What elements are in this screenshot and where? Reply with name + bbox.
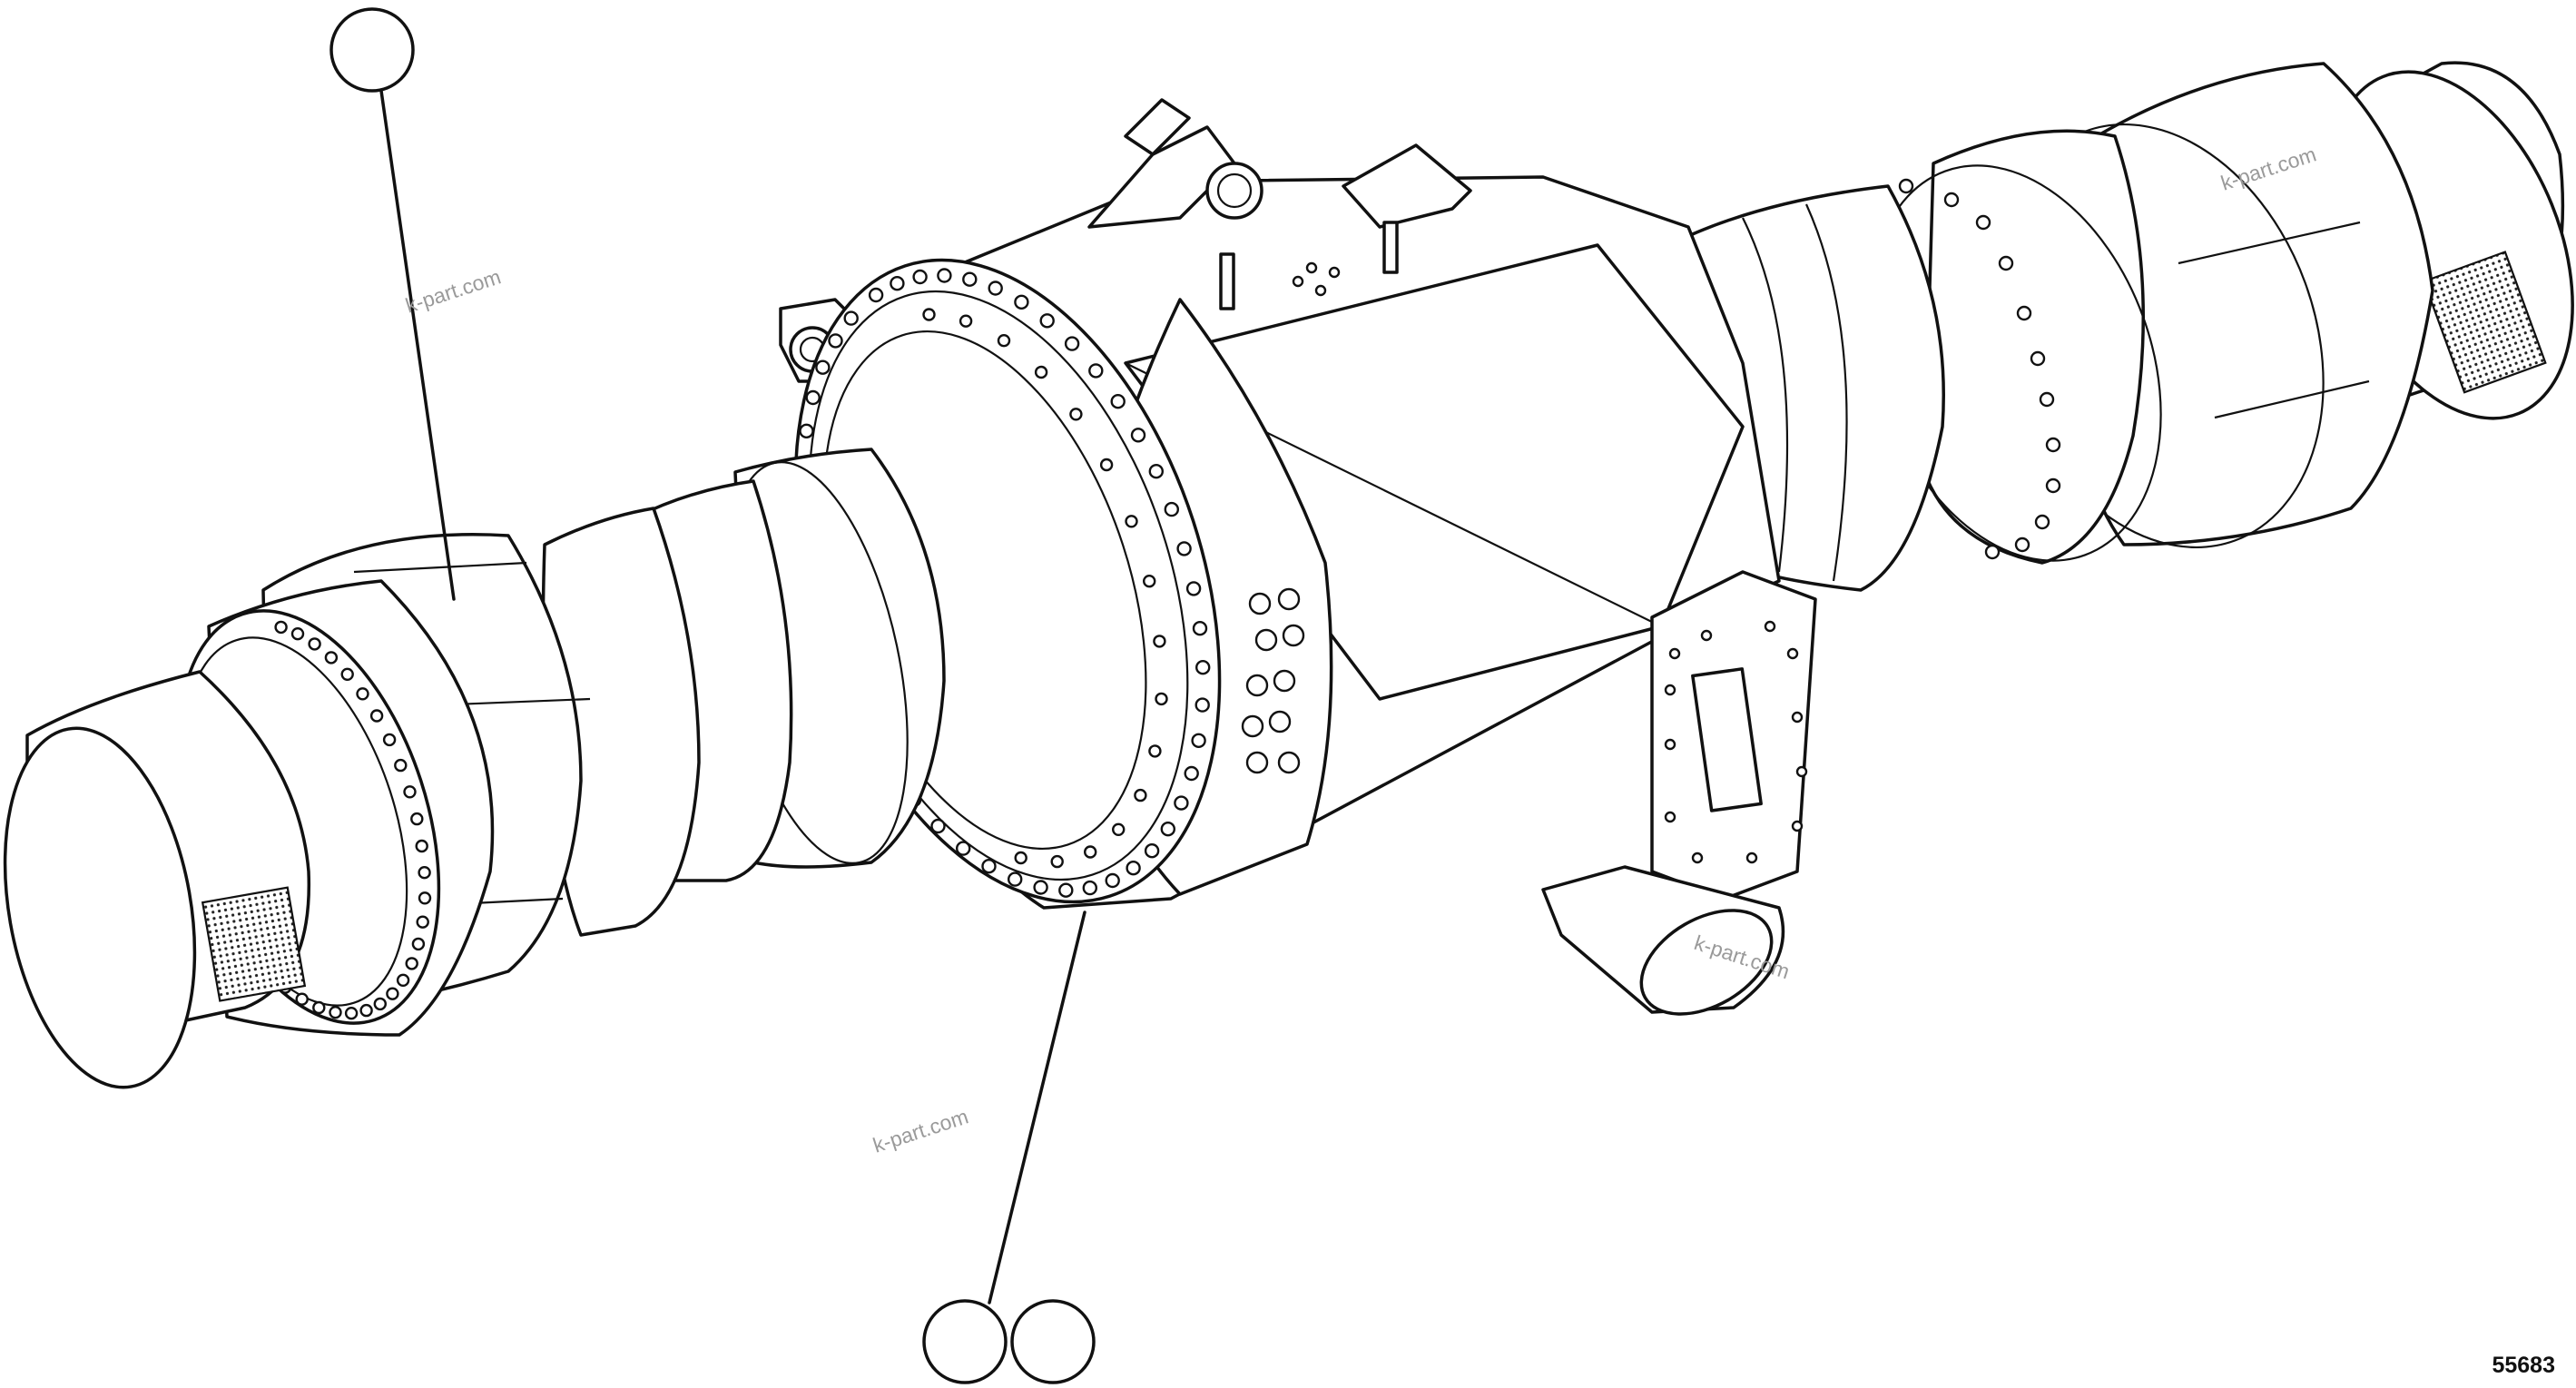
bolt (1195, 660, 1211, 675)
bolt (1050, 854, 1064, 869)
bolt (959, 314, 973, 328)
bolt (1142, 575, 1156, 588)
watermark-1: k-part.com (403, 264, 504, 317)
bolt (373, 997, 387, 1011)
bolt (382, 733, 397, 747)
bolt (1160, 822, 1176, 837)
figure-number: 55683 (2492, 1353, 2555, 1378)
bolt (1088, 363, 1104, 379)
bolt (1111, 822, 1126, 836)
bolt (1069, 408, 1083, 421)
bolt (1033, 880, 1048, 895)
bolt (962, 271, 978, 287)
bolt (369, 709, 384, 723)
bolt (815, 359, 831, 375)
bolt (1195, 697, 1210, 713)
bolt (1144, 843, 1160, 859)
bolt (274, 620, 288, 635)
bolt (1126, 861, 1141, 876)
bolt (290, 627, 305, 641)
bolt (997, 334, 1011, 348)
bolt (1058, 882, 1074, 898)
bolt (295, 992, 309, 1006)
bolt (396, 973, 410, 988)
bolt (415, 839, 428, 853)
bolt (1185, 581, 1202, 596)
bolt (405, 957, 418, 970)
left-wheel-end (3, 533, 591, 1089)
bolt (356, 687, 369, 701)
bolt (890, 276, 905, 291)
bolt (1164, 501, 1180, 517)
bolt (1192, 621, 1208, 636)
mesh-pad-left (201, 886, 307, 1002)
bolt (1083, 845, 1097, 859)
bolt (359, 1003, 373, 1018)
bolt (912, 269, 928, 285)
bolt (1039, 313, 1055, 329)
bolt (1064, 336, 1080, 351)
bolt (1007, 871, 1023, 887)
bolt (344, 1006, 359, 1020)
bolt (329, 1005, 342, 1019)
bolt (1014, 851, 1027, 865)
bolt (1155, 692, 1168, 706)
bolt (799, 423, 814, 438)
bolt (410, 812, 424, 826)
bolt (988, 281, 1003, 296)
bolt (394, 758, 408, 773)
bolt (1082, 880, 1098, 896)
bolt (416, 915, 429, 929)
bolt (403, 785, 417, 799)
callout-2[interactable] (922, 911, 1086, 1384)
bolt (930, 818, 946, 834)
bolt (937, 268, 952, 283)
bolt (418, 891, 432, 905)
bolt (1034, 365, 1048, 379)
bolt (1099, 458, 1114, 472)
bolt (1105, 872, 1120, 889)
bolt (1134, 788, 1147, 802)
watermark-4: k-part.com (870, 1104, 971, 1157)
bolt (805, 389, 821, 406)
bolt (1148, 464, 1165, 479)
bolt (981, 859, 997, 874)
mesh-pad-right (2423, 251, 2547, 394)
bolt (1174, 795, 1189, 811)
bolt (1184, 765, 1199, 782)
bolt (868, 287, 884, 303)
bolt (308, 637, 321, 651)
bolt (340, 667, 354, 681)
bolt (312, 1000, 326, 1015)
callout-3[interactable] (1010, 1299, 1096, 1384)
bolt (922, 308, 936, 321)
right-bolt-ring (1898, 178, 2061, 560)
callout-1[interactable] (329, 7, 456, 601)
bolt (843, 310, 859, 326)
bolt (1191, 733, 1206, 748)
bolt (324, 651, 339, 664)
bolt (1176, 541, 1192, 556)
bolt (418, 866, 431, 880)
bolt (411, 937, 426, 951)
bolt (1130, 428, 1146, 443)
left-axle-tube (541, 448, 946, 937)
bolt (1125, 515, 1138, 528)
bolt (1153, 635, 1166, 648)
bolt (1148, 744, 1162, 758)
bolt (955, 841, 971, 856)
bolt (386, 987, 399, 1000)
bolt (828, 333, 843, 349)
right-wheel-end (1868, 61, 2574, 565)
bolt (1110, 394, 1126, 409)
bolt (1014, 294, 1029, 310)
